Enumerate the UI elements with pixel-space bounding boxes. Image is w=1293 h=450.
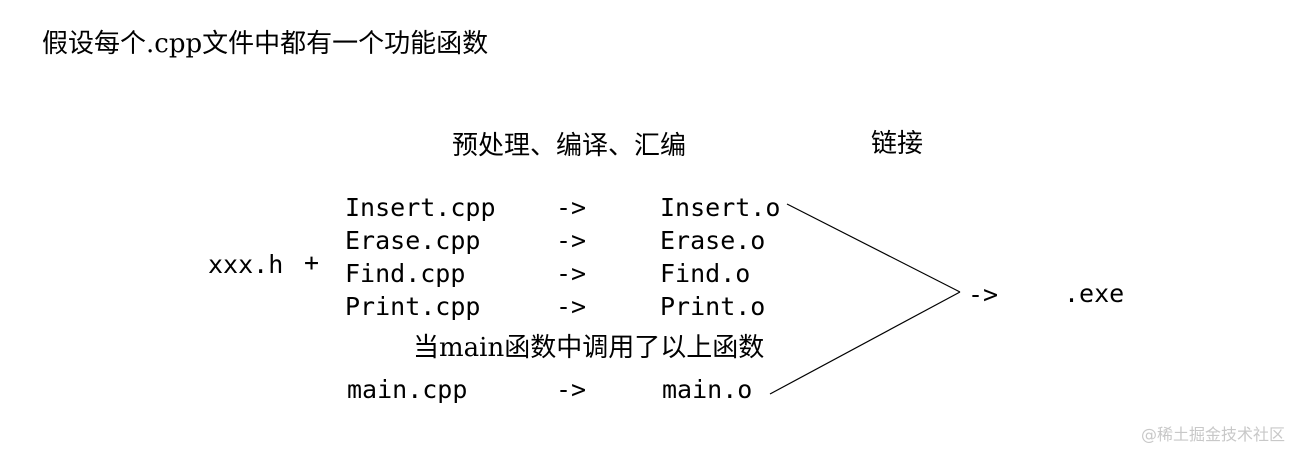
header-file-label: xxx.h [208,250,284,279]
compile-arrow: -> [556,193,587,222]
executable-output: .exe [1064,279,1125,308]
compile-arrow: -> [556,375,587,404]
source-file-insert: Insert.cpp [345,193,496,222]
compile-arrow: -> [556,259,587,288]
link-line-lower [769,291,961,395]
main-note: 当main函数中调用了以上函数 [413,333,765,363]
object-file-find: Find.o [660,259,751,288]
stage-label-link: 链接 [871,129,924,159]
stage-label-compile: 预处理、编译、汇编 [452,131,687,161]
link-arrow: -> [968,280,999,309]
compile-arrow: -> [556,292,587,321]
watermark: @稀土掘金技术社区 [1140,425,1285,444]
source-file-print: Print.cpp [345,292,481,321]
source-file-erase: Erase.cpp [345,226,481,255]
source-file-main: main.cpp [347,375,468,404]
link-line-upper [786,203,961,293]
compile-arrow: -> [556,226,587,255]
plus-sign: + [304,248,320,277]
source-file-find: Find.cpp [345,259,466,288]
object-file-erase: Erase.o [660,226,766,255]
object-file-insert: Insert.o [660,193,781,222]
object-file-print: Print.o [660,292,766,321]
object-file-main: main.o [662,375,753,404]
diagram-heading: 假设每个.cpp文件中都有一个功能函数 [42,29,489,59]
